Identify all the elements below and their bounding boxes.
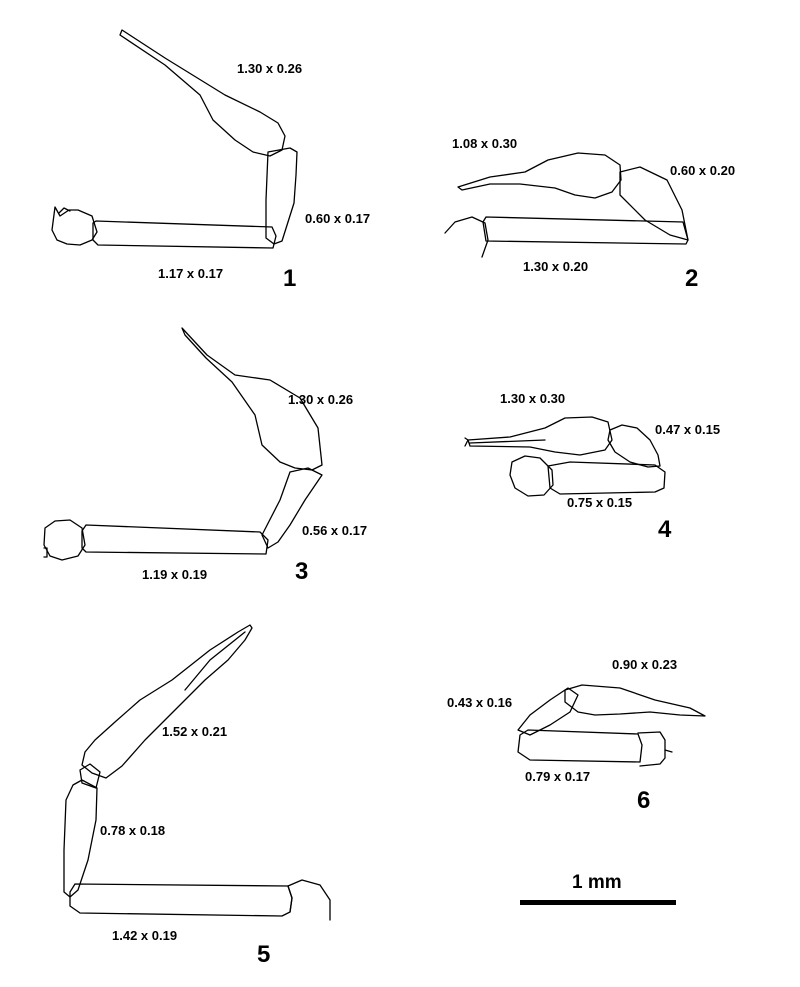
figure-6-trochanter: [637, 731, 673, 767]
figure-2-patella-measurement: 0.60 x 0.20: [670, 163, 735, 178]
figure-4-chela-measurement: 1.30 x 0.30: [500, 391, 565, 406]
figure-4-femur: [547, 461, 666, 495]
figure-5-chela: [81, 624, 253, 779]
figure-6: 0.90 x 0.23 0.43 x 0.16 0.79 x 0.17 6: [447, 657, 706, 814]
figure-2-femur: [482, 216, 689, 245]
figure-1-patella-measurement: 0.60 x 0.17: [305, 211, 370, 226]
figure-1-chela: [119, 29, 286, 157]
figure-5-femur: [69, 883, 293, 917]
figure-2: 1.08 x 0.30 0.60 x 0.20 1.30 x 0.20 2: [444, 136, 735, 292]
figure-5-number: 5: [257, 941, 270, 968]
figure-5-patella-measurement: 0.78 x 0.18: [100, 823, 165, 838]
figure-2-femur-measurement: 1.30 x 0.20: [523, 259, 588, 274]
figure-1-femur: [92, 220, 277, 249]
figure-6-patella: [517, 687, 579, 736]
scale-bar-line: [520, 900, 676, 905]
scale-bar: 1 mm: [520, 872, 676, 905]
figure-1-femur-measurement: 1.17 x 0.17: [158, 266, 223, 281]
figure-2-number: 2: [685, 265, 698, 292]
figure-6-number: 6: [637, 787, 650, 814]
figure-5-joint: [79, 763, 101, 789]
figure-1-trochanter: [51, 206, 98, 246]
figure-5-chela-measurement: 1.52 x 0.21: [162, 724, 227, 739]
figure-3-trochanter: [43, 519, 86, 561]
figure-5-patella: [63, 779, 98, 898]
scale-bar-label: 1 mm: [572, 872, 622, 893]
figure-4-patella: [607, 424, 661, 468]
figure-5: 1.52 x 0.21 0.78 x 0.18 1.42 x 0.19 5: [63, 624, 331, 968]
figure-6-femur-measurement: 0.79 x 0.17: [525, 769, 590, 784]
figure-3-patella: [261, 467, 323, 549]
figure-6-chela-measurement: 0.90 x 0.23: [612, 657, 677, 672]
figure-3-chela: [181, 327, 323, 471]
figure-4-chela: [464, 416, 613, 456]
figure-3-femur-measurement: 1.19 x 0.19: [142, 567, 207, 582]
figure-5-femur-measurement: 1.42 x 0.19: [112, 928, 177, 943]
figure-1-number: 1: [283, 265, 296, 292]
figure-6-chela: [564, 684, 706, 717]
figure-1-patella: [265, 147, 298, 245]
figure-3: 1.30 x 0.26 0.56 x 0.17 1.19 x 0.19 3: [43, 327, 367, 585]
figure-3-number: 3: [295, 558, 308, 585]
figure-3-chela-measurement: 1.30 x 0.26: [288, 392, 353, 407]
figure-4-number: 4: [658, 516, 672, 543]
figure-6-patella-measurement: 0.43 x 0.16: [447, 695, 512, 710]
figure-1-chela-measurement: 1.30 x 0.26: [237, 61, 302, 76]
figure-5-trochanter: [287, 879, 331, 921]
figure-2-chela-measurement: 1.08 x 0.30: [452, 136, 517, 151]
figure-4-femur-measurement: 0.75 x 0.15: [567, 495, 632, 510]
figure-2-trochanter: [444, 216, 489, 258]
figure-1: 1.30 x 0.26 0.60 x 0.17 1.17 x 0.17 1: [51, 29, 370, 292]
figure-2-chela: [457, 152, 622, 199]
figure-4-patella-measurement: 0.47 x 0.15: [655, 422, 720, 437]
figure-4: 1.30 x 0.30 0.47 x 0.15 0.75 x 0.15 4: [464, 391, 720, 543]
figure-2-patella: [619, 166, 689, 241]
figure-6-femur: [517, 729, 643, 763]
figure-4-trochanter: [509, 455, 554, 497]
figure-3-femur: [81, 524, 269, 555]
figure-3-patella-measurement: 0.56 x 0.17: [302, 523, 367, 538]
